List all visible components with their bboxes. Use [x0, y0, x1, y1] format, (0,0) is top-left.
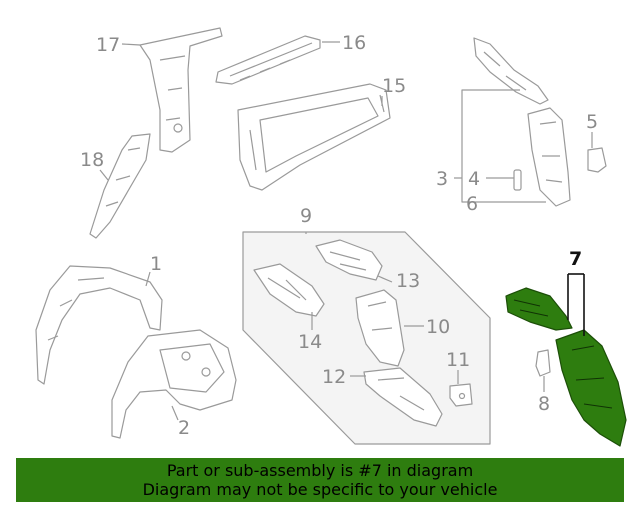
part-7-leaders: [567, 273, 585, 336]
part-8-bracket: [535, 349, 551, 377]
part-12-rail: [363, 367, 443, 427]
part-18-pillar-brace: [89, 133, 151, 239]
part-4-clip: [513, 169, 522, 191]
part-16-roof-rail: [215, 35, 321, 85]
part-15-inner-side-panel: [237, 83, 391, 191]
callout-16: 16: [342, 32, 366, 54]
part-6-pillar-lower: [527, 107, 571, 207]
callout-17: 17: [96, 34, 120, 56]
part-1-wheelhouse-outer: [35, 265, 163, 385]
part-2-wheelhouse-inner: [111, 329, 237, 439]
part-3-upper-bracket: [473, 37, 549, 105]
callout-9: 9: [300, 205, 312, 227]
callout-10: 10: [426, 316, 450, 338]
callout-18: 18: [80, 149, 104, 171]
part-5-bracket: [587, 147, 607, 173]
callout-1: 1: [150, 253, 162, 275]
highlight-notice-banner: Part or sub-assembly is #7 in diagram Di…: [16, 458, 624, 502]
callout-4: 4: [468, 168, 480, 190]
callout-5: 5: [586, 111, 598, 133]
callout-13: 13: [396, 270, 420, 292]
callout-7: 7: [569, 248, 582, 270]
callout-12: 12: [322, 366, 346, 388]
callout-15: 15: [382, 75, 406, 97]
callout-2: 2: [178, 417, 190, 439]
callout-11: 11: [446, 349, 470, 371]
part-7-detail-lines: [513, 299, 613, 409]
part-17-pillar: [139, 27, 223, 153]
part-11-bracket: [449, 383, 473, 407]
part-10-reinforcement: [355, 289, 405, 367]
callout-8: 8: [538, 393, 550, 415]
banner-line-2: Diagram may not be specific to your vehi…: [142, 480, 498, 499]
callout-6: 6: [466, 193, 478, 215]
banner-line-1: Part or sub-assembly is #7 in diagram: [166, 461, 474, 480]
part-14-bracket: [253, 263, 325, 317]
part-13-bracket: [315, 239, 383, 281]
callout-3: 3: [436, 168, 448, 190]
part-7-highlighted: [505, 287, 627, 447]
callout-14: 14: [298, 331, 322, 353]
